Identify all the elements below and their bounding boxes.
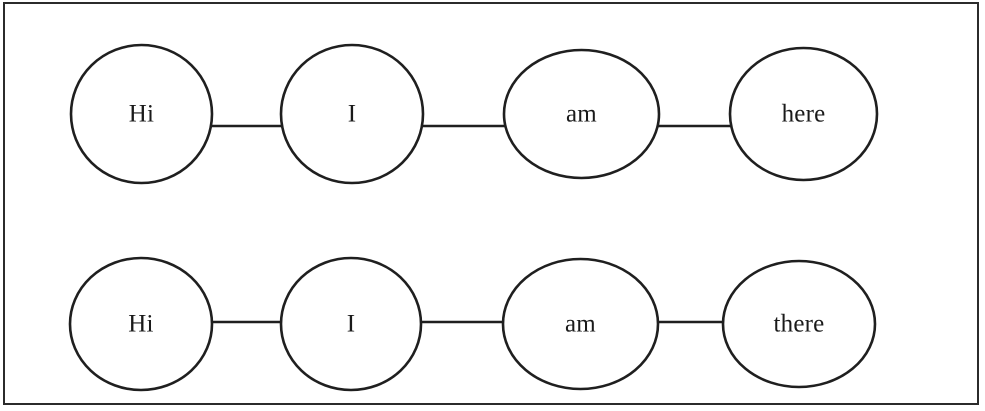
node-group-row-1: Hi I am here bbox=[69, 43, 879, 185]
node-hi-label: Hi bbox=[129, 101, 154, 128]
node-i-2[interactable]: I bbox=[279, 256, 423, 392]
node-there[interactable]: there bbox=[721, 259, 877, 389]
node-am-label: am bbox=[566, 101, 597, 128]
node-there-label: there bbox=[774, 311, 825, 338]
node-there-shape[interactable] bbox=[721, 259, 877, 389]
node-i-2-shape[interactable] bbox=[279, 256, 423, 392]
node-i-label: I bbox=[348, 101, 357, 128]
graph-row-1: Hi I am here bbox=[69, 43, 879, 185]
node-am-shape[interactable] bbox=[502, 48, 661, 180]
node-hi-2-shape[interactable] bbox=[68, 256, 214, 392]
node-am-2-label: am bbox=[565, 311, 596, 338]
node-i-shape[interactable] bbox=[279, 43, 425, 185]
node-here-label: here bbox=[782, 101, 826, 128]
node-am[interactable]: am bbox=[502, 48, 661, 180]
node-group-row-2: Hi I am there bbox=[68, 256, 877, 392]
node-am-2[interactable]: am bbox=[501, 257, 660, 391]
node-here-shape[interactable] bbox=[728, 46, 879, 182]
node-i-2-label: I bbox=[347, 311, 356, 338]
node-i[interactable]: I bbox=[279, 43, 425, 185]
node-here[interactable]: here bbox=[728, 46, 879, 182]
node-am-2-shape[interactable] bbox=[501, 257, 660, 391]
node-hi[interactable]: Hi bbox=[69, 43, 214, 185]
node-hi-2[interactable]: Hi bbox=[68, 256, 214, 392]
node-hi-2-label: Hi bbox=[128, 311, 153, 338]
graph-row-2: Hi I am there bbox=[68, 256, 877, 392]
node-hi-shape[interactable] bbox=[69, 43, 214, 185]
